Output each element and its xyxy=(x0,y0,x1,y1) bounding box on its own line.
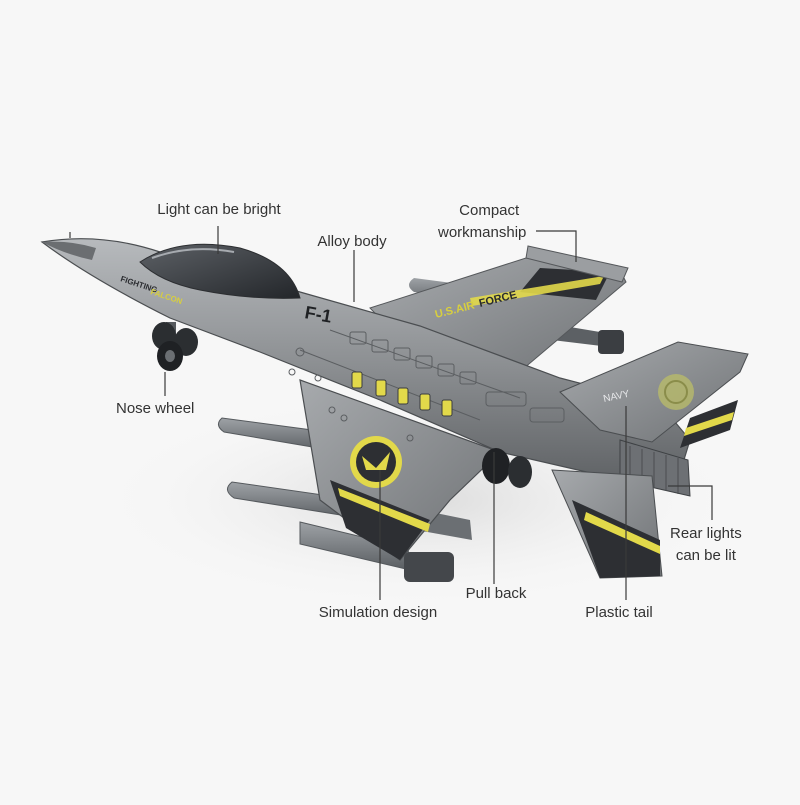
callout-compact-line1: Compact xyxy=(459,202,520,219)
rear-wheels xyxy=(482,448,532,488)
callout-nose-wheel: Nose wheel xyxy=(116,400,195,417)
callout-compact: Compact workmanship xyxy=(438,200,526,244)
callout-simulation: Simulation design xyxy=(318,604,438,621)
stabilizer xyxy=(551,469,663,579)
callout-pull-back: Pull back xyxy=(465,585,527,602)
callout-alloy-body: Alloy body xyxy=(317,233,387,250)
wing-emblem-icon xyxy=(350,436,402,488)
callout-plastic-tail: Plastic tail xyxy=(585,604,653,621)
callout-rear-lights: Rear lights can be lit xyxy=(670,523,742,567)
callout-light: Light can be bright xyxy=(157,201,281,218)
callout-compact-line2: workmanship xyxy=(438,224,527,241)
tail-fin: NAVY xyxy=(559,341,749,448)
nose-wheel xyxy=(152,322,198,371)
callout-rear-line1: Rear lights xyxy=(670,525,742,542)
callout-rear-line2: can be lit xyxy=(675,547,736,564)
near-wing xyxy=(299,379,502,561)
leader-lines xyxy=(69,226,713,600)
svg-text:NAVY: NAVY xyxy=(602,389,631,405)
svg-text:F-1: F-1 xyxy=(303,302,333,326)
